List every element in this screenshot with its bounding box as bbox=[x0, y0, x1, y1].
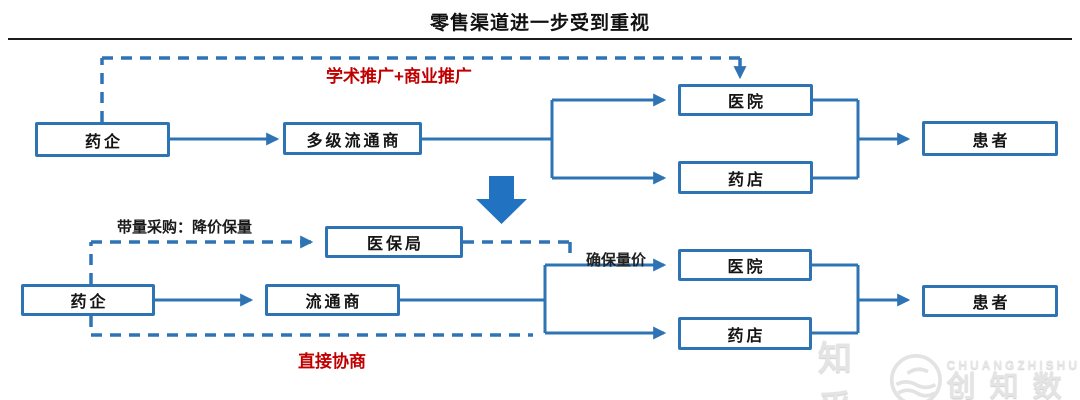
promotion-label: 学术推广+商业推广 bbox=[326, 67, 472, 86]
ensure-volume-price-label: 确保量价 bbox=[586, 252, 647, 269]
node-insurance-bureau: 医保局 bbox=[325, 226, 463, 258]
procurement-label: 带量采购：降价保量 bbox=[117, 219, 253, 236]
watermark-name-block: CHUANGZHISHU 创知数 bbox=[947, 359, 1080, 400]
wave-circle-icon bbox=[889, 354, 942, 400]
node-patient-bottom: 患者 bbox=[922, 285, 1058, 317]
node-hospital-bottom: 医院 bbox=[678, 249, 812, 281]
watermark: 知乎 CHUANGZHISHU 创知数 bbox=[818, 331, 1080, 400]
node-distributor-top: 多级流通商 bbox=[283, 122, 422, 155]
title-divider bbox=[8, 38, 1072, 40]
big-down-arrow bbox=[476, 176, 527, 224]
node-distributor-bottom: 流通商 bbox=[265, 284, 400, 316]
direct-negotiation-label: 直接协商 bbox=[298, 352, 366, 371]
node-pharmacy-bottom: 药店 bbox=[678, 317, 812, 350]
node-pharma-bottom: 药企 bbox=[21, 284, 155, 316]
node-pharma-top: 药企 bbox=[35, 122, 170, 157]
node-pharmacy-top: 药店 bbox=[678, 161, 813, 194]
page-title: 零售渠道进一步受到重视 bbox=[429, 13, 650, 34]
node-patient-top: 患者 bbox=[922, 121, 1058, 156]
watermark-chinese-name: 创知数 bbox=[946, 370, 1076, 400]
node-hospital-top: 医院 bbox=[678, 84, 813, 116]
watermark-latin-text: CHUANGZHISHU bbox=[946, 357, 1080, 372]
zhihu-logo-text: 知乎 bbox=[818, 340, 854, 400]
